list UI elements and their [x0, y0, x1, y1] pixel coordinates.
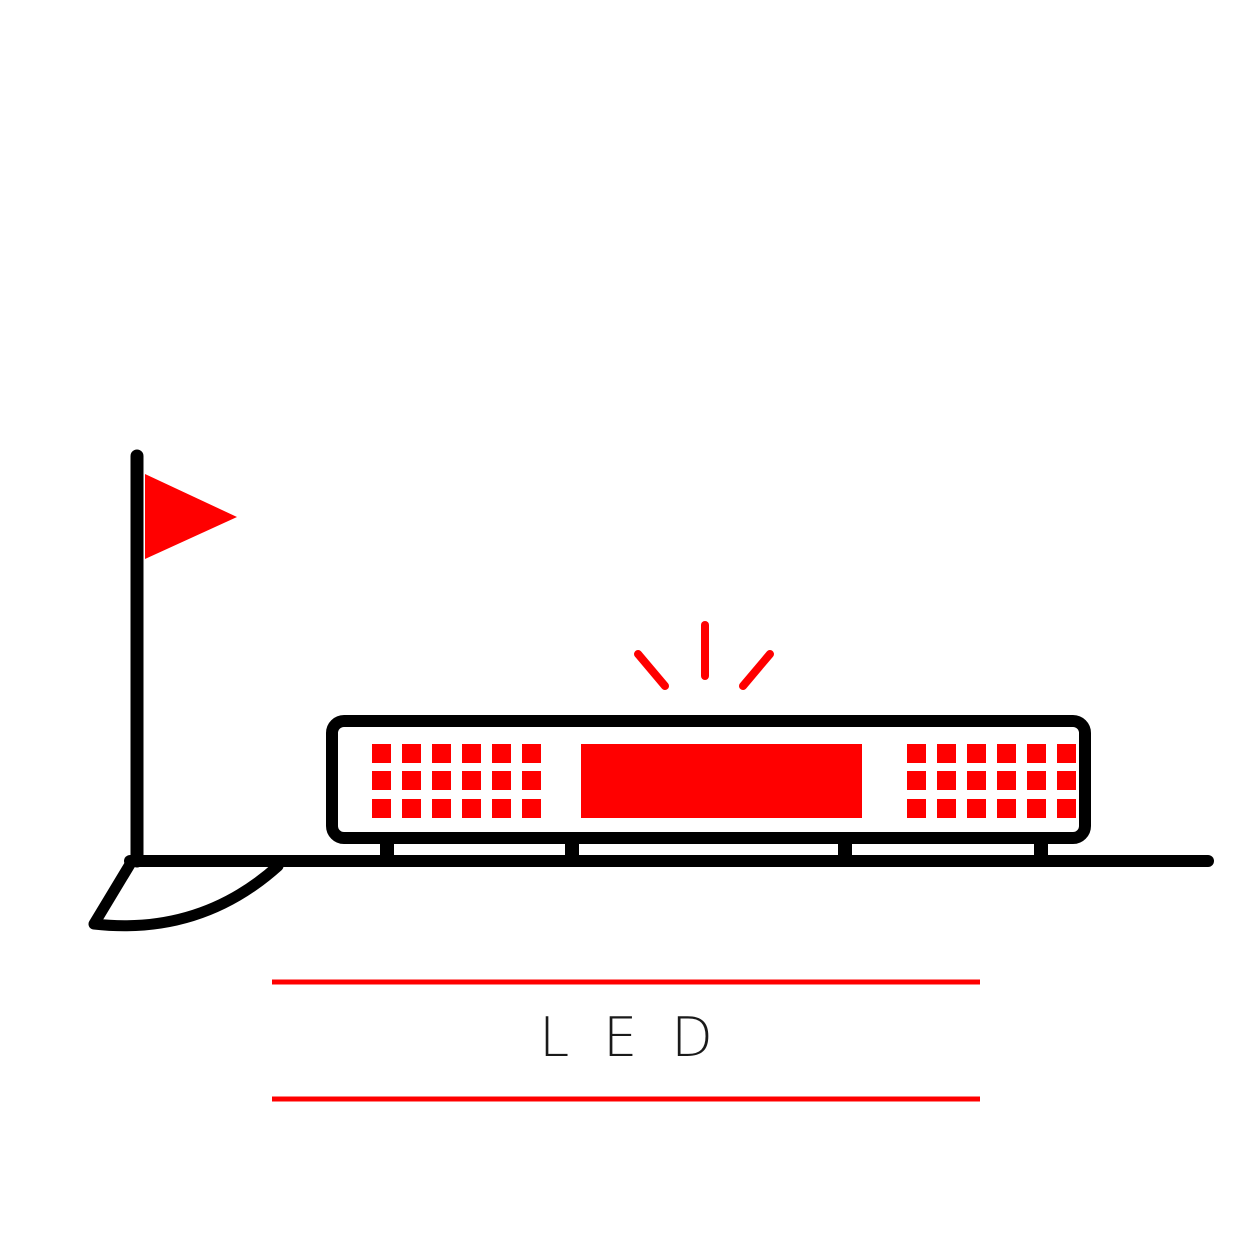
led-dot [492, 799, 511, 818]
led-dot [462, 771, 481, 790]
led-dot [432, 799, 451, 818]
led-dot [1027, 771, 1046, 790]
led-dot [1027, 744, 1046, 763]
led-dot [937, 744, 956, 763]
led-dot [997, 771, 1016, 790]
led-dot [1057, 744, 1076, 763]
led-dot [522, 771, 541, 790]
led-light-bar-icon [326, 715, 1091, 861]
led-dot [402, 771, 421, 790]
ray-right [739, 650, 774, 690]
led-dot [492, 744, 511, 763]
led-dot [937, 799, 956, 818]
ray-left [634, 650, 669, 690]
led-dot [372, 771, 391, 790]
led-dot [462, 799, 481, 818]
led-grid-right [907, 744, 1076, 818]
light-rays-icon [634, 621, 774, 690]
led-dot [997, 799, 1016, 818]
led-dot [432, 744, 451, 763]
led-dot [402, 744, 421, 763]
led-dot [402, 799, 421, 818]
led-dot [907, 744, 926, 763]
led-dot [907, 771, 926, 790]
led-dot [967, 744, 986, 763]
led-dot [522, 799, 541, 818]
led-dot [492, 771, 511, 790]
led-dot [937, 771, 956, 790]
led-dot [1057, 771, 1076, 790]
light-bar-center-panel [581, 744, 862, 818]
led-dot [967, 799, 986, 818]
led-dot [907, 799, 926, 818]
led-dot [967, 771, 986, 790]
flag-pennant [145, 474, 237, 559]
led-dot [372, 799, 391, 818]
flag-icon [130, 449, 237, 868]
led-dot [1027, 799, 1046, 818]
led-dot [997, 744, 1016, 763]
led-dot [462, 744, 481, 763]
ground-base [88, 855, 284, 932]
led-dot [1057, 799, 1076, 818]
led-dot [522, 744, 541, 763]
led-grid-left [372, 744, 541, 818]
led-dot [372, 744, 391, 763]
caption-text: LED [539, 1006, 747, 1069]
led-dot [432, 771, 451, 790]
